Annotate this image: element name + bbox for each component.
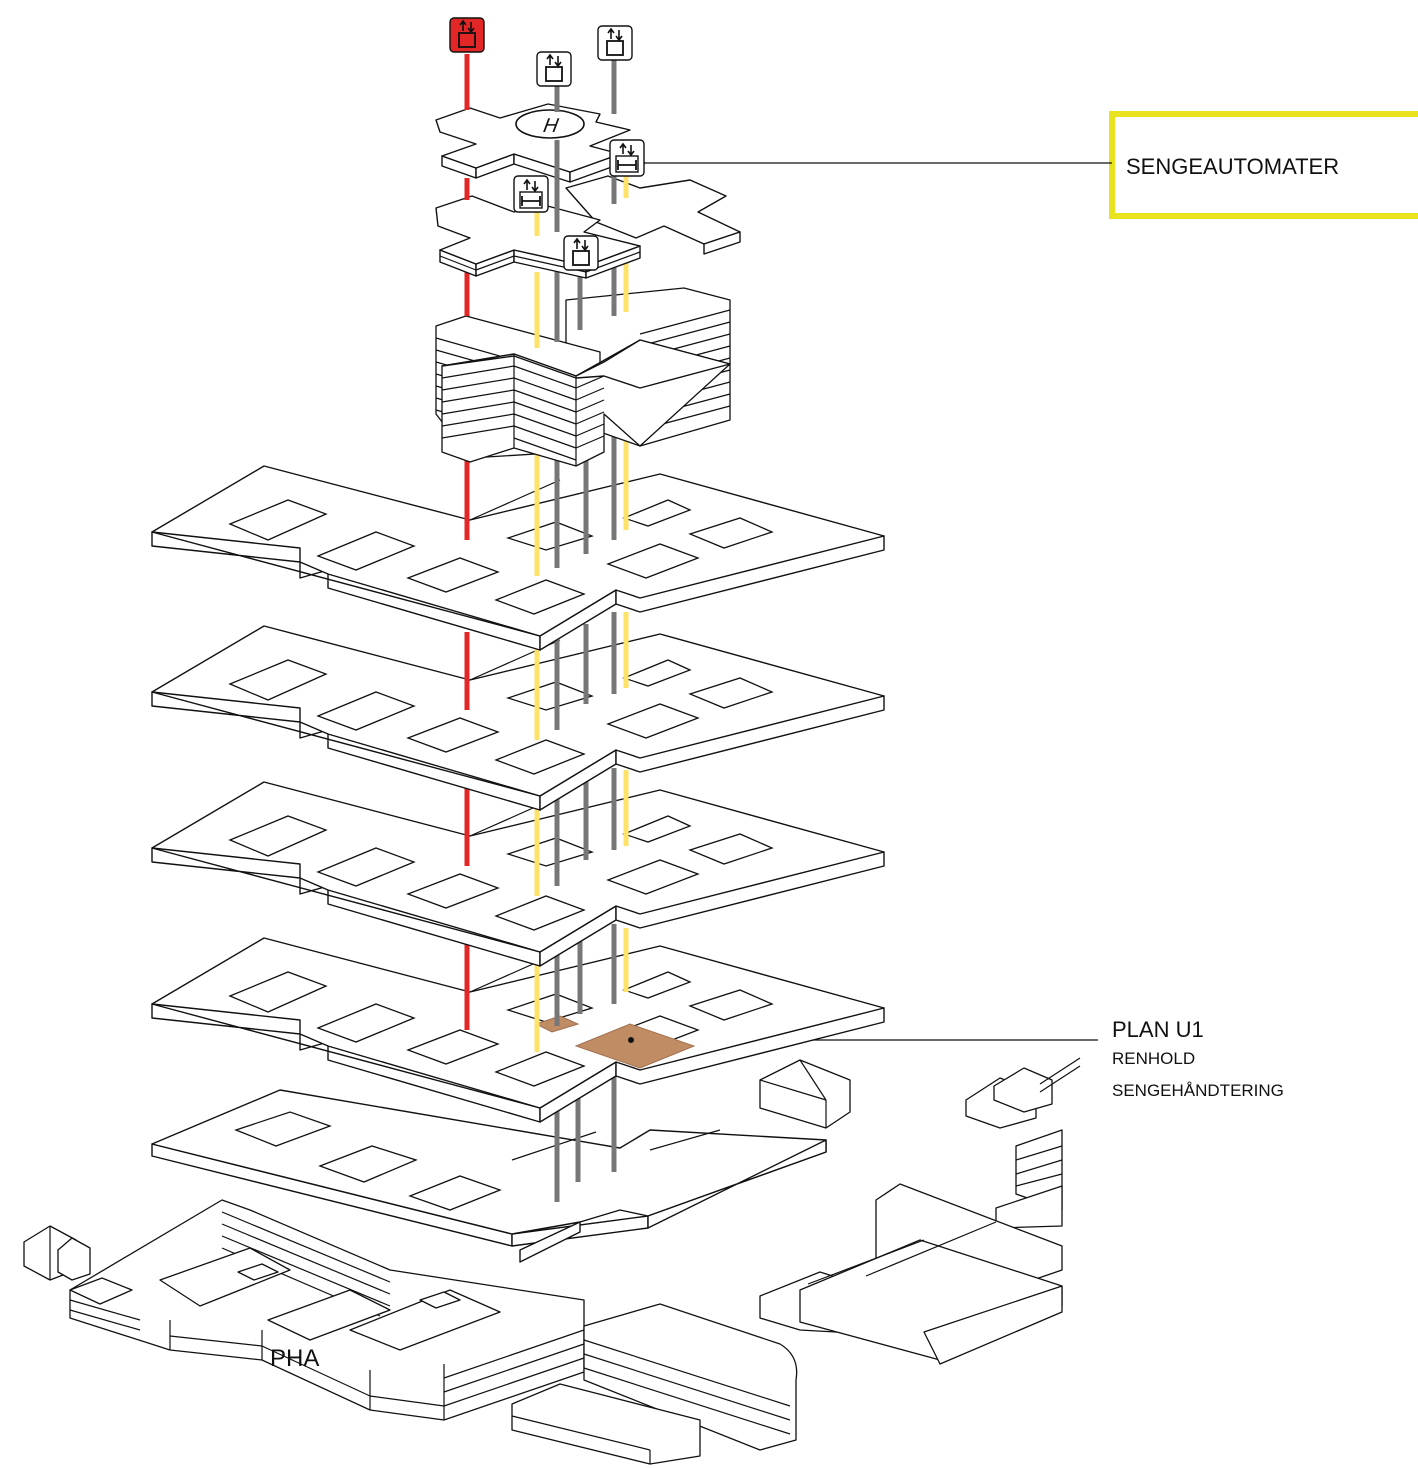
sengeautomater-label: SENGEAUTOMATER <box>1126 154 1339 179</box>
roof-helipad-level: H <box>435 103 631 183</box>
lift-shafts-ground <box>554 1076 617 1202</box>
plan-u1-line1: RENHOLD <box>1112 1049 1195 1068</box>
lift-icon <box>536 51 572 87</box>
plan-u1-title: PLAN U1 <box>1112 1017 1204 1042</box>
sengeautomater-label-frame <box>1109 111 1418 219</box>
lift-icon <box>597 25 633 61</box>
shafts-floor1 <box>464 768 629 896</box>
slab-floor-3 <box>151 465 885 651</box>
plan-u1-leader-dot <box>628 1037 634 1043</box>
plan-u1-line2: SENGEHÅNDTERING <box>1112 1081 1284 1100</box>
bed-lift-icon <box>609 139 645 177</box>
bed-tower <box>435 287 731 467</box>
pha-building <box>69 1199 798 1465</box>
shafts-floor3 <box>464 428 629 576</box>
lift-icon <box>563 235 599 271</box>
shafts-u1-to-ground <box>464 924 629 1052</box>
neighbour-buildings <box>23 1057 1081 1365</box>
bed-lift-icon <box>513 175 549 213</box>
slab-floor-1 <box>151 781 885 967</box>
pha-label: PHA <box>270 1345 319 1372</box>
svg-text:H: H <box>542 115 561 137</box>
u1-cleaning-area <box>574 1023 696 1069</box>
emergency-lift-icon <box>449 17 485 53</box>
helipad-icon <box>515 109 585 139</box>
slab-floor-2 <box>151 625 885 811</box>
slab-ground <box>151 1089 827 1263</box>
shafts-floor2 <box>464 612 629 740</box>
